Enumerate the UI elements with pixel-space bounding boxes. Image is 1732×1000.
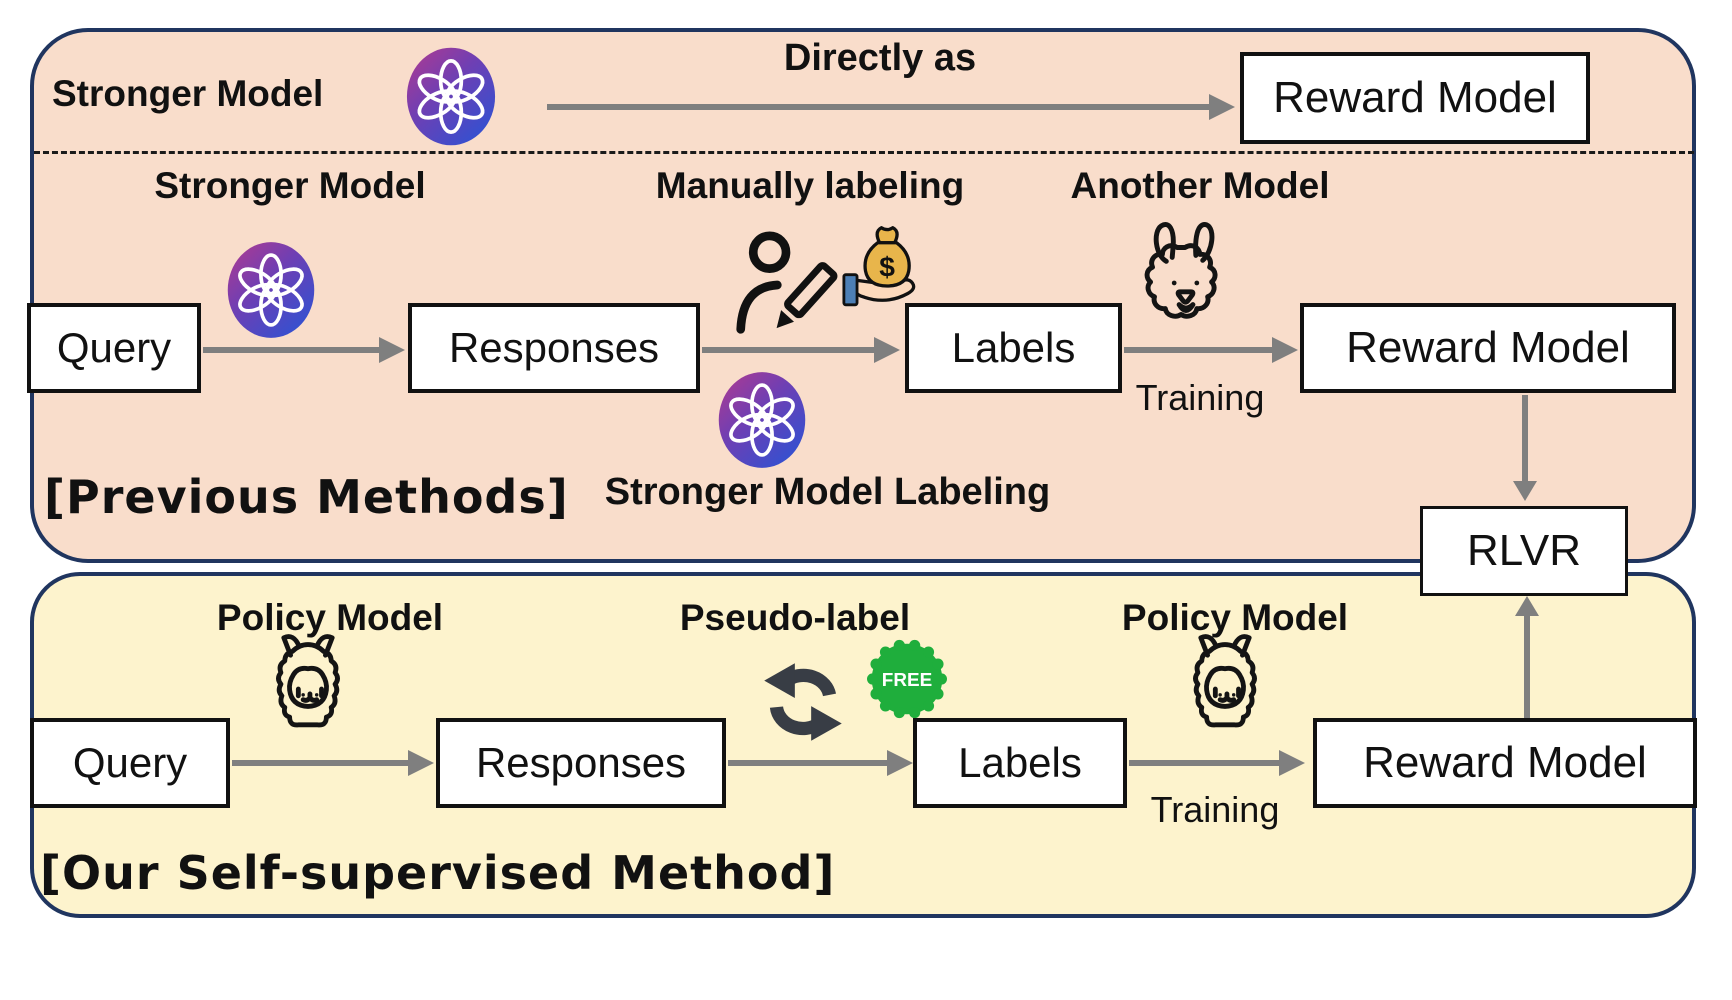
panel-divider-dashed-line [34,151,1694,154]
rlvr-box: RLVR [1420,506,1628,596]
svg-text:$: $ [879,251,895,283]
stronger-model-labeling-label: Stronger Model Labeling [604,471,1051,513]
flow-arrow [203,347,379,353]
query-box: Query [27,303,201,393]
pseudo-label-label: Pseudo-label [679,597,911,638]
person-writing-icon [733,226,839,344]
flow-arrow [728,760,887,766]
directly-as-label: Directly as [783,37,977,79]
another-model-label: Another Model [1070,165,1330,206]
policy-model-label-left: Policy Model [216,597,444,638]
reward-to-rlvr-arrow-up [1524,616,1530,718]
manually-labeling-label: Manually labeling [655,165,965,206]
free-badge: FREE [864,636,950,722]
labels-box: Labels [913,718,1127,808]
flow-arrow [232,760,408,766]
cycle-icon [752,650,854,752]
free-badge-text: FREE [882,670,932,691]
reward-model-box-direct: Reward Model [1240,52,1590,144]
labels-box: Labels [905,303,1122,393]
training-label: Training [1150,789,1280,830]
money-bag-icon: $ [842,218,936,322]
responses-box: Responses [436,718,726,808]
reward-model-box: Reward Model [1313,718,1697,808]
alpaca-icon [262,632,354,750]
responses-box: Responses [408,303,700,393]
flow-arrow [1129,760,1279,766]
reward-model-box: Reward Model [1300,303,1676,393]
our-method-caption: [Our Self-supervised Method] [40,846,836,900]
reward-to-rlvr-arrow [1522,395,1528,481]
openai-logo-icon [716,368,808,472]
flow-arrow [702,347,874,353]
policy-model-label-right: Policy Model [1121,597,1349,638]
query-box: Query [30,718,230,808]
openai-logo-icon [404,44,498,149]
openai-logo-icon [225,238,317,342]
flow-arrow [1124,347,1272,353]
stronger-model-label-direct: Stronger Model [52,73,324,114]
alpaca-icon [1180,632,1270,750]
previous-methods-caption: [Previous Methods] [44,470,569,524]
training-label: Training [1135,377,1265,418]
llama-icon [1140,216,1232,344]
direct-flow-arrow [547,104,1209,110]
stronger-model-label-generator: Stronger Model [154,165,426,206]
